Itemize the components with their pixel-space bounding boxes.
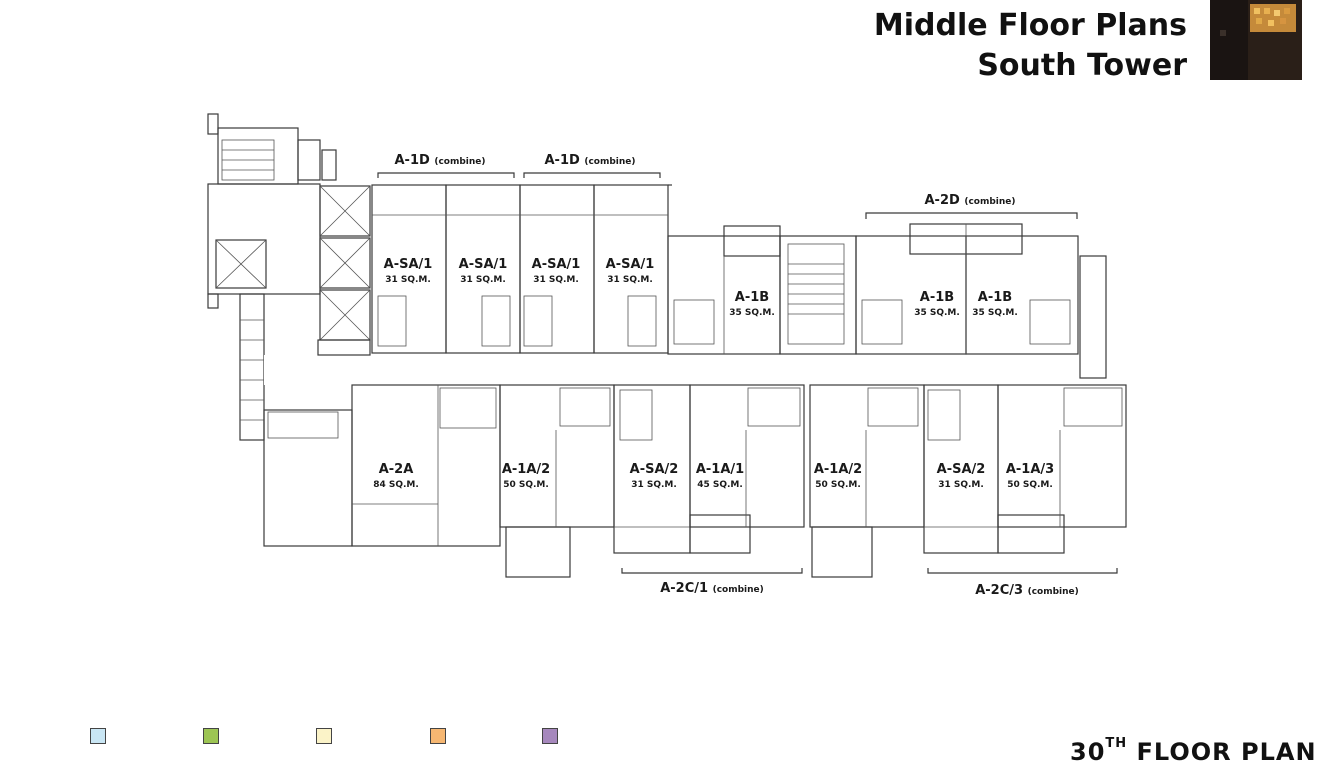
corridor-lobby bbox=[317, 339, 371, 356]
legend-swatch-two-bed bbox=[542, 728, 558, 744]
unit-area-2: 31 SQ.M. bbox=[533, 275, 579, 285]
service-core bbox=[207, 113, 371, 441]
unit-label-4: A-1B bbox=[735, 290, 769, 305]
unit-label-12: A-SA/2 bbox=[937, 462, 986, 477]
unit-label-5: A-1B bbox=[920, 290, 954, 305]
unit-area-3: 31 SQ.M. bbox=[607, 275, 653, 285]
floor-number: 30 bbox=[1070, 738, 1106, 766]
unit-group-bottom-1a3 bbox=[997, 384, 1127, 554]
unit-area-5: 35 SQ.M. bbox=[914, 308, 960, 318]
combine-label-a-2c3: A-2C/3 (combine) bbox=[975, 583, 1079, 598]
unit-a-1a2-1 bbox=[499, 384, 615, 528]
unit-label-9: A-SA/2 bbox=[630, 462, 679, 477]
unit-group-bottom-2a bbox=[263, 384, 501, 547]
unit-area-4: 35 SQ.M. bbox=[729, 308, 775, 318]
unit-group-bottom-1a2-right bbox=[809, 384, 925, 578]
title-line-1: Middle Floor Plans bbox=[873, 8, 1187, 43]
page-title: Middle Floor Plans South Tower bbox=[874, 6, 1187, 86]
unit-group-top-1b-right bbox=[855, 223, 1107, 379]
combine-brackets bbox=[377, 172, 1118, 574]
unit-area-0: 31 SQ.M. bbox=[385, 275, 431, 285]
unit-label-2: A-SA/1 bbox=[532, 257, 581, 272]
unit-area-12: 31 SQ.M. bbox=[938, 480, 984, 490]
corridor bbox=[264, 355, 1126, 385]
tower-thumbnail-image bbox=[1210, 0, 1302, 80]
floor-label: 30TH FLOOR PLAN bbox=[1070, 736, 1317, 766]
unit-group-bottom-1a1 bbox=[689, 384, 805, 554]
floor-suffix: TH bbox=[1105, 736, 1128, 751]
unit-a-2a bbox=[351, 384, 501, 547]
combine-label-a-1d-2: A-1D (combine) bbox=[545, 153, 636, 168]
unit-label-8: A-1A/2 bbox=[502, 462, 550, 477]
unit-area-9: 31 SQ.M. bbox=[631, 480, 677, 490]
unit-label-3: A-SA/1 bbox=[606, 257, 655, 272]
unit-label-1: A-SA/1 bbox=[459, 257, 508, 272]
unit-label-0: A-SA/1 bbox=[384, 257, 433, 272]
unit-label-13: A-1A/3 bbox=[1006, 462, 1054, 477]
unit-a-1a1 bbox=[689, 384, 805, 528]
title-line-2: South Tower bbox=[977, 48, 1187, 83]
unit-area-13: 50 SQ.M. bbox=[1007, 480, 1053, 490]
legend-swatch-studio bbox=[90, 728, 106, 744]
combine-label-a-2d: A-2D (combine) bbox=[925, 193, 1016, 208]
legend-swatch-one-bed-orange bbox=[430, 728, 446, 744]
unit-area-8: 50 SQ.M. bbox=[503, 480, 549, 490]
unit-a-1a3 bbox=[997, 384, 1127, 528]
unit-area-10: 45 SQ.M. bbox=[697, 480, 743, 490]
unit-area-7: 84 SQ.M. bbox=[373, 480, 419, 490]
combine-label-a-2c1: A-2C/1 (combine) bbox=[660, 581, 764, 596]
unit-label-7: A-2A bbox=[379, 462, 414, 477]
unit-area-6: 35 SQ.M. bbox=[972, 308, 1018, 318]
unit-label-10: A-1A/1 bbox=[696, 462, 744, 477]
unit-label-11: A-1A/2 bbox=[814, 462, 862, 477]
unit-a-1a2-2 bbox=[809, 384, 925, 528]
unit-area-1: 31 SQ.M. bbox=[460, 275, 506, 285]
unit-label-6: A-1B bbox=[978, 290, 1012, 305]
combine-label-a-1d-1: A-1D (combine) bbox=[395, 153, 486, 168]
legend-swatch-one-bed-green bbox=[203, 728, 219, 744]
unit-group-top-studios bbox=[371, 184, 672, 354]
floor-label-text: FLOOR PLAN bbox=[1136, 738, 1317, 766]
legend-swatch-one-bed-cream bbox=[316, 728, 332, 744]
unit-a-2a-left bbox=[263, 409, 353, 547]
unit-area-11: 50 SQ.M. bbox=[815, 480, 861, 490]
stair-core-top bbox=[779, 235, 857, 355]
